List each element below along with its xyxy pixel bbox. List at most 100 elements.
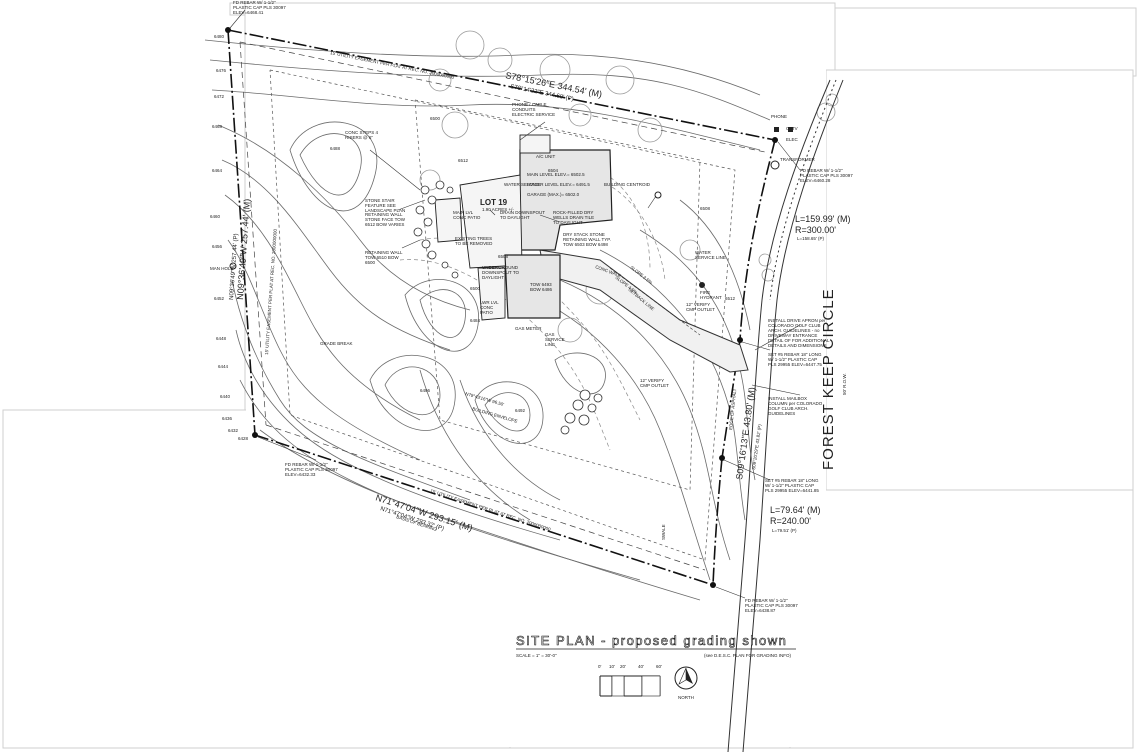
scale-tick-3: 40' xyxy=(638,664,644,669)
phone-pedestal xyxy=(774,127,779,132)
landscape-boulders xyxy=(413,180,603,435)
plan-title: SITE PLAN - proposed grading shown xyxy=(516,633,787,648)
contour-elevation-label: 6484 xyxy=(470,318,481,323)
monument-sw: FD REBAR W/ 1-1/2" PLASTIC CAP PLS 30097… xyxy=(285,462,338,477)
boundary-pins xyxy=(225,27,793,588)
curve1-length-platted: L=158.65' (P) xyxy=(797,236,825,241)
contour-elevation-label: 6476 xyxy=(216,68,227,73)
note-elev-2: 6508 xyxy=(498,254,509,259)
note-retaining-wall-1: RETAINING WALL STONE FACE TOW 6512 BOW V… xyxy=(365,212,406,227)
note-garage: GARAGE (MAX.)= 6502.0 xyxy=(527,192,580,197)
east-bearing-platted: S09°20'29"E 43.82' (P) xyxy=(751,423,762,470)
contour-elevation-label: 6464 xyxy=(212,168,223,173)
house-footprint xyxy=(434,134,613,321)
note-drive-apron: INSTALL DRIVE APRON per COLORADO GOLF CL… xyxy=(768,318,830,348)
plan-note: (see D.E.S.C. PLAN FOR GRADING INFO) xyxy=(704,653,792,658)
fire-hydrant-marker xyxy=(699,282,705,288)
note-catv: CATV xyxy=(786,126,798,131)
note-elev-1: 6512 xyxy=(458,158,469,163)
monument-ne: FD REBAR W/ 1-1/2" PLASTIC CAP PLS 30097… xyxy=(800,168,853,183)
note-mailbox: INSTALL MAILBOX COLUMN per COLORADO GOLF… xyxy=(768,396,823,416)
contour-elevation-label: 6448 xyxy=(216,336,227,341)
contour-elevation-label: 6500 xyxy=(430,116,441,121)
contour-elevation-label: 6428 xyxy=(238,436,249,441)
contour-elevation-label: 6512 xyxy=(725,296,736,301)
driveway xyxy=(539,249,749,373)
contour-elevation-label: 6480 xyxy=(214,34,225,39)
contour-elevation-label: 6496 xyxy=(420,388,431,393)
scale-tick-1: 10' xyxy=(609,664,615,669)
plan-scale: SCALE = 1" = 30'-0" xyxy=(516,653,557,658)
building-centroid-marker xyxy=(654,191,662,199)
note-phone: PHONE / CABLE CONDUITS ELECTRIC SERVICE xyxy=(512,102,556,117)
contour-elevation-label: 6508 xyxy=(700,206,711,211)
note-gas-meter: GAS METER xyxy=(515,326,542,331)
contour-elevation-label: 6432 xyxy=(228,428,239,433)
contour-elevation-label: 6456 xyxy=(212,244,223,249)
scale-tick-4: 60' xyxy=(656,664,662,669)
note-gas-service: GAS SERVICE LINE xyxy=(545,332,565,347)
leader-lines xyxy=(229,9,801,599)
note-lower-level: LOWER LEVEL ELEV.= 6491.5 xyxy=(527,182,590,187)
title-block: SITE PLAN - proposed grading shown SCALE… xyxy=(516,633,796,700)
transformer-marker xyxy=(770,160,780,170)
note-water-service-line: WATER SERVICE LINE xyxy=(695,250,726,260)
note-water-service: WATER SERVICE xyxy=(504,182,541,187)
note-edge-of-asphalt: EDGE OF ASPHALT xyxy=(728,388,737,430)
contour-elevation-label: 6492 xyxy=(515,408,526,413)
monument-nw: FD REBAR W/ 1-1/2" PLASTIC CAP PLS 30097… xyxy=(233,0,286,15)
note-main-level: MAIN LEVEL ELEV.= 6502.5 xyxy=(527,172,585,177)
easement-lines xyxy=(239,41,766,571)
contour-elevation-label: 6436 xyxy=(222,416,233,421)
note-transformer: TRANSFORMER xyxy=(780,157,816,162)
contour-elevation-label: 6472 xyxy=(214,94,225,99)
graphic-scale: 0' 10' 20' 40' 60' xyxy=(598,664,662,697)
curve2-length-platted: L=79.51' (P) xyxy=(772,528,797,533)
existing-trees xyxy=(419,30,839,343)
street-width: 50' R.O.W. xyxy=(842,373,847,395)
pin-se xyxy=(710,582,716,588)
contour-elevation-label: 6444 xyxy=(218,364,229,369)
note-elec: ELEC xyxy=(786,137,799,142)
curve2-radius: R=240.00' xyxy=(770,516,811,526)
note-lower-patio: LWR LVL CONC PATIO xyxy=(480,300,499,315)
note-fire-hydrant: FIRE HYDRANT xyxy=(700,290,722,300)
north-label: NORTH xyxy=(678,695,694,700)
note-grade-break: GRADE BREAK xyxy=(320,341,353,346)
contour-elevation-label: 6468 xyxy=(212,124,223,129)
contour-elevation-label: 6452 xyxy=(214,296,225,301)
contour-elevation-label: 6504 xyxy=(548,168,559,173)
note-underground-downspout: UNDERGROUND DOWNSPOUT TO DAYLIGHT xyxy=(482,265,520,280)
note-drain-downspout: DRAIN DOWNSPOUT TO DAYLIGHT xyxy=(500,210,545,220)
west-bearing-platted: N09°36'49"W 257.44' (P) xyxy=(229,233,240,300)
lot-area: 1.90 ACRES +/- xyxy=(482,207,514,212)
monument-se: FD REBAR W/ 1-1/2" PLASTIC CAP PLS 30097… xyxy=(745,598,798,613)
note-elev-3: 6500 xyxy=(470,286,481,291)
street-name: FOREST KEEP CIRCLE xyxy=(820,288,837,470)
note-main-patio: MAIN LVL CONC PATIO xyxy=(453,210,481,220)
curve2-length-measured: L=79.64' (M) xyxy=(770,505,821,515)
scale-tick-0: 0' xyxy=(598,664,602,669)
note-culvert-1: 12" VERIFY CMP OUTLET xyxy=(686,302,715,312)
pin-ne xyxy=(772,137,778,143)
note-man-hole: MAN HOLE xyxy=(210,266,234,271)
catv-pedestal xyxy=(788,127,793,132)
contour-elevation-label: 6460 xyxy=(210,214,221,219)
note-stone-stair: STONE STAIR FEATURE SEE LANDSCAPE PLAN xyxy=(365,198,406,213)
curve1-radius: R=300.00' xyxy=(795,225,836,235)
note-dry-stack: DRY STACK STONE RETAINING WALL TYP. TOW … xyxy=(563,232,611,247)
pin-e2 xyxy=(719,455,725,461)
note-rock-wells: ROCK-FILLED DRY WELLS DRAIN TILE TO DAYL… xyxy=(553,210,595,225)
north-arrow-icon xyxy=(674,666,698,690)
contour-lines xyxy=(204,39,771,601)
note-swale: SWALE xyxy=(661,524,666,540)
property-boundary xyxy=(227,29,776,586)
lot-name: LOT 19 xyxy=(480,198,508,207)
contour-labels: 6480 6476 6472 6468 6464 6460 6456 6452 6448 6444… xyxy=(210,34,736,441)
note-retaining-wall-2: RETAINING WALL TOW 6510 BOW 6500 xyxy=(365,250,403,265)
monument-labels: FD REBAR W/ 1-1/2" PLASTIC CAP PLS 30097… xyxy=(233,0,853,613)
monument-e1: SET #5 REBAR 18" LONG W/ 1-1/2" PLASTIC … xyxy=(768,352,822,367)
note-ac: A/C UNIT xyxy=(536,154,556,159)
scale-tick-2: 20' xyxy=(620,664,626,669)
